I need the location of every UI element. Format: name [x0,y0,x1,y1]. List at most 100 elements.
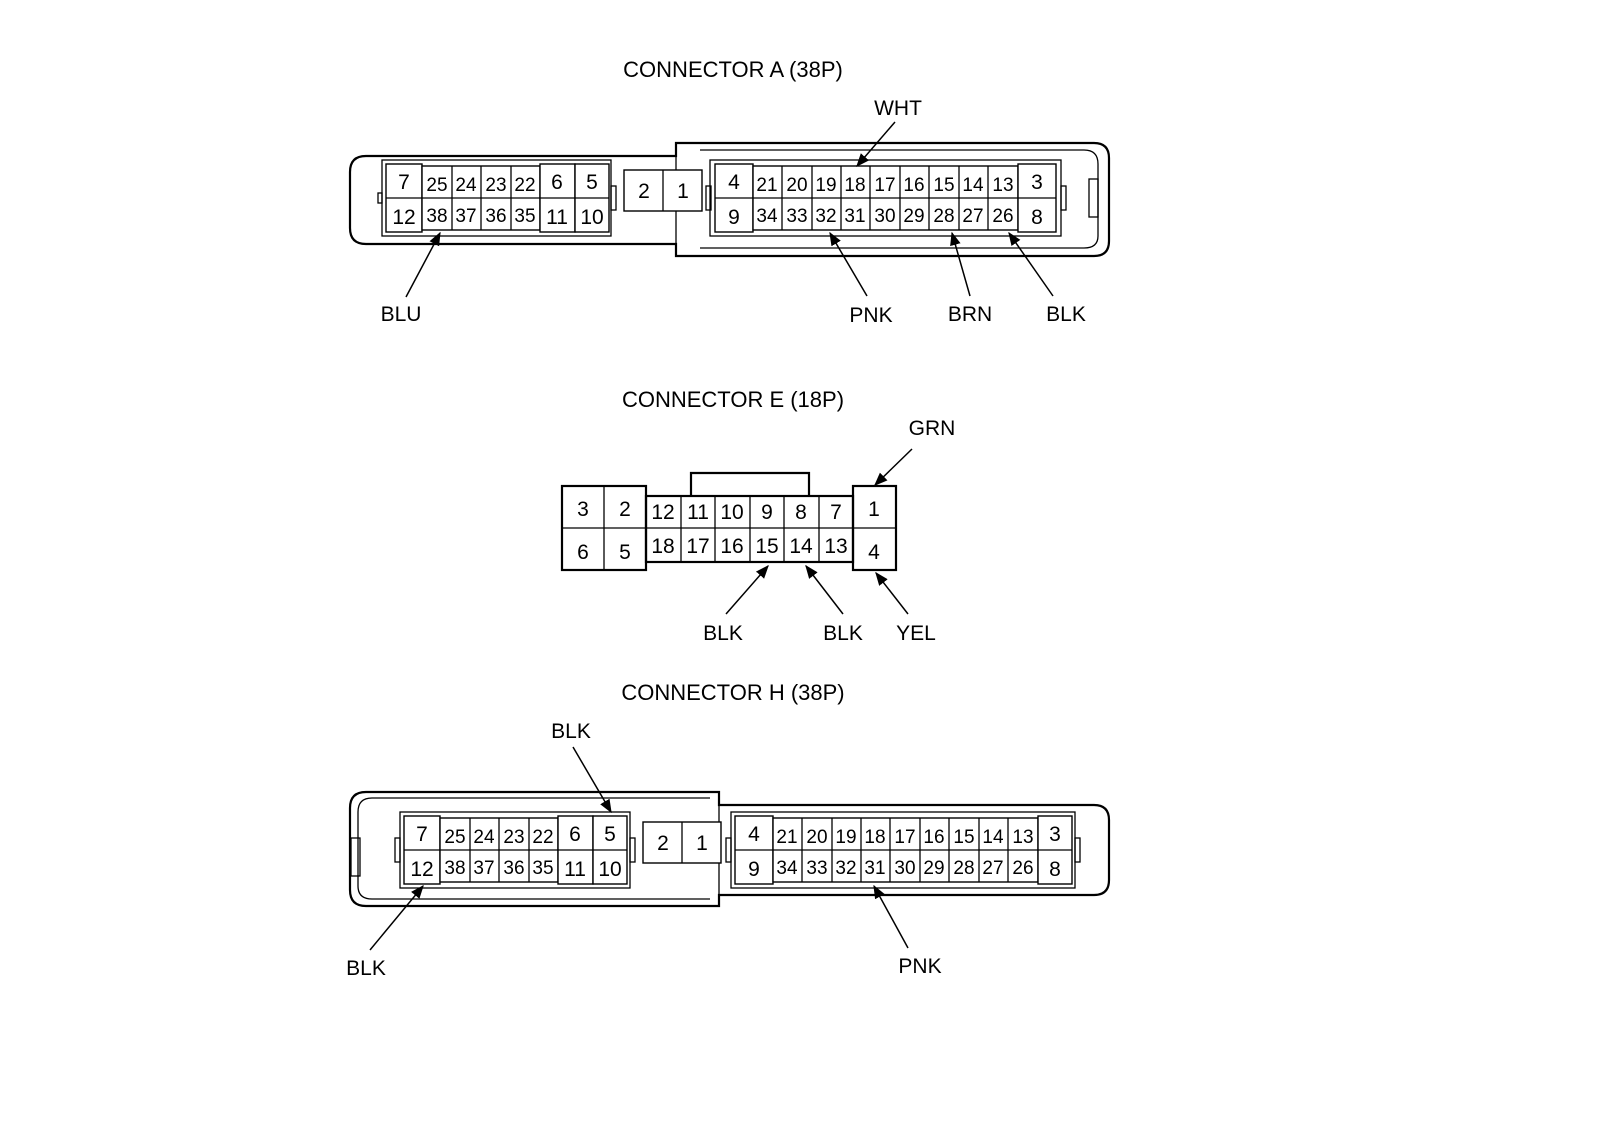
a-pin-17: 17 [874,175,895,196]
e-pin-2: 2 [619,498,631,521]
h-pin-37: 37 [473,858,494,879]
a-pin-23: 23 [485,175,506,196]
a-pnk-arrow [829,231,868,297]
e-wire-blk-15: BLK [703,622,743,645]
a-pin-26: 26 [992,206,1013,227]
a-wht-arrow [856,121,896,168]
e-pin-4: 4 [868,541,880,564]
e-pin-18: 18 [651,535,674,558]
a-pin-8: 8 [1031,206,1043,229]
a-pin-19: 19 [815,175,836,196]
h-pin-5: 5 [604,823,616,846]
connector-a-right-block: 4 9 21 20 19 18 17 16 15 14 13 34 33 32 … [714,163,1057,233]
e-pin-15: 15 [755,535,778,558]
a-wire-blk: BLK [1046,303,1086,326]
e-pin-11: 11 [687,501,709,524]
h-pnk-arrow [873,884,909,949]
h-pin-29: 29 [923,858,944,879]
h-wire-blk-12: BLK [346,957,386,980]
connector-h-callouts: BLK BLK PNK [346,720,941,980]
a-pin-16: 16 [903,175,924,196]
a-pin-13: 13 [992,175,1013,196]
a-pin-30: 30 [874,206,895,227]
a-wire-wht: WHT [874,97,922,120]
connector-h-title: CONNECTOR H (38P) [621,680,844,705]
e-blk15-arrow [725,564,769,615]
h-pin-19: 19 [835,827,856,848]
h-pin-26: 26 [1012,858,1033,879]
connector-e-title: CONNECTOR E (18P) [622,387,844,412]
a-pin-18: 18 [844,175,865,196]
e-pin-6: 6 [577,541,589,564]
h-pin-28: 28 [953,858,974,879]
connector-e: CONNECTOR E (18P) 3 2 6 5 12 11 10 9 [560,387,955,645]
a-pin-24: 24 [455,175,477,196]
h-pin-21: 21 [776,827,797,848]
h-pin-12: 12 [410,858,433,881]
a-pin-10: 10 [580,206,603,229]
a-pin-3: 3 [1031,171,1043,194]
h-pin-38: 38 [444,858,465,879]
connector-h-right-block: 4 9 21 20 19 18 17 16 15 14 13 34 33 32 … [734,815,1073,885]
h-pin-14: 14 [982,827,1004,848]
h-pin-8: 8 [1049,858,1061,881]
a-blk-arrow [1008,231,1054,297]
e-wire-blk-14: BLK [823,622,863,645]
connector-a-left-block: 7 12 25 24 23 22 38 37 36 35 6 11 5 10 [385,163,610,233]
e-pin-8: 8 [795,501,807,524]
a-pin-25: 25 [426,175,447,196]
h-pin-31: 31 [864,858,885,879]
h-pin-9: 9 [748,858,760,881]
a-pin-32: 32 [815,206,836,227]
a-pin-6: 6 [551,171,563,194]
a-pin-37: 37 [455,206,476,227]
h-pin-27: 27 [982,858,1003,879]
h-pin-32: 32 [835,858,856,879]
e-wire-grn: GRN [909,417,956,440]
h-pin-18: 18 [864,827,885,848]
h-wire-blk-5: BLK [551,720,591,743]
h-pin-11: 11 [564,858,586,881]
a-wire-pnk: PNK [849,304,892,327]
connector-e-housing [560,471,898,572]
connector-h-left-block: 7 12 25 24 23 22 38 37 36 35 6 11 5 10 [403,815,628,885]
a-pin-36: 36 [485,206,506,227]
h-pin-16: 16 [923,827,944,848]
a-pin-11: 11 [546,206,568,229]
a-pin-29: 29 [903,206,924,227]
a-pin-1: 1 [677,180,689,203]
a-pin-14: 14 [962,175,984,196]
connector-a-housing [348,141,1111,258]
h-blk12-arrow [369,884,424,951]
h-wire-pnk: PNK [898,955,941,978]
e-pin-1: 1 [868,498,880,521]
connector-e-callouts: GRN BLK BLK YEL [703,417,955,645]
e-grn-arrow [874,448,913,486]
a-brn-arrow [950,231,971,297]
e-blk14-arrow [805,564,844,615]
h-pin-34: 34 [776,858,798,879]
a-pin-28: 28 [933,206,954,227]
a-pin-7: 7 [398,171,410,194]
connector-e-pins: 3 2 6 5 12 11 10 9 8 7 18 17 16 15 14 13… [577,498,880,564]
h-pin-23: 23 [503,827,524,848]
h-pin-36: 36 [503,858,524,879]
a-pin-27: 27 [962,206,983,227]
h-pin-13: 13 [1012,827,1033,848]
a-pin-5: 5 [586,171,598,194]
h-pin-24: 24 [473,827,495,848]
a-pin-12: 12 [392,206,415,229]
h-pin-6: 6 [569,823,581,846]
e-pin-10: 10 [720,501,743,524]
connector-h: CONNECTOR H (38P) 7 12 [346,680,1111,980]
h-pin-30: 30 [894,858,915,879]
a-pin-9: 9 [728,206,740,229]
h-pin-33: 33 [806,858,827,879]
e-pin-9: 9 [761,501,773,524]
e-pin-13: 13 [824,535,847,558]
e-pin-5: 5 [619,541,631,564]
h-pin-3: 3 [1049,823,1061,846]
h-blk5-arrow [572,746,612,814]
e-pin-16: 16 [720,535,743,558]
